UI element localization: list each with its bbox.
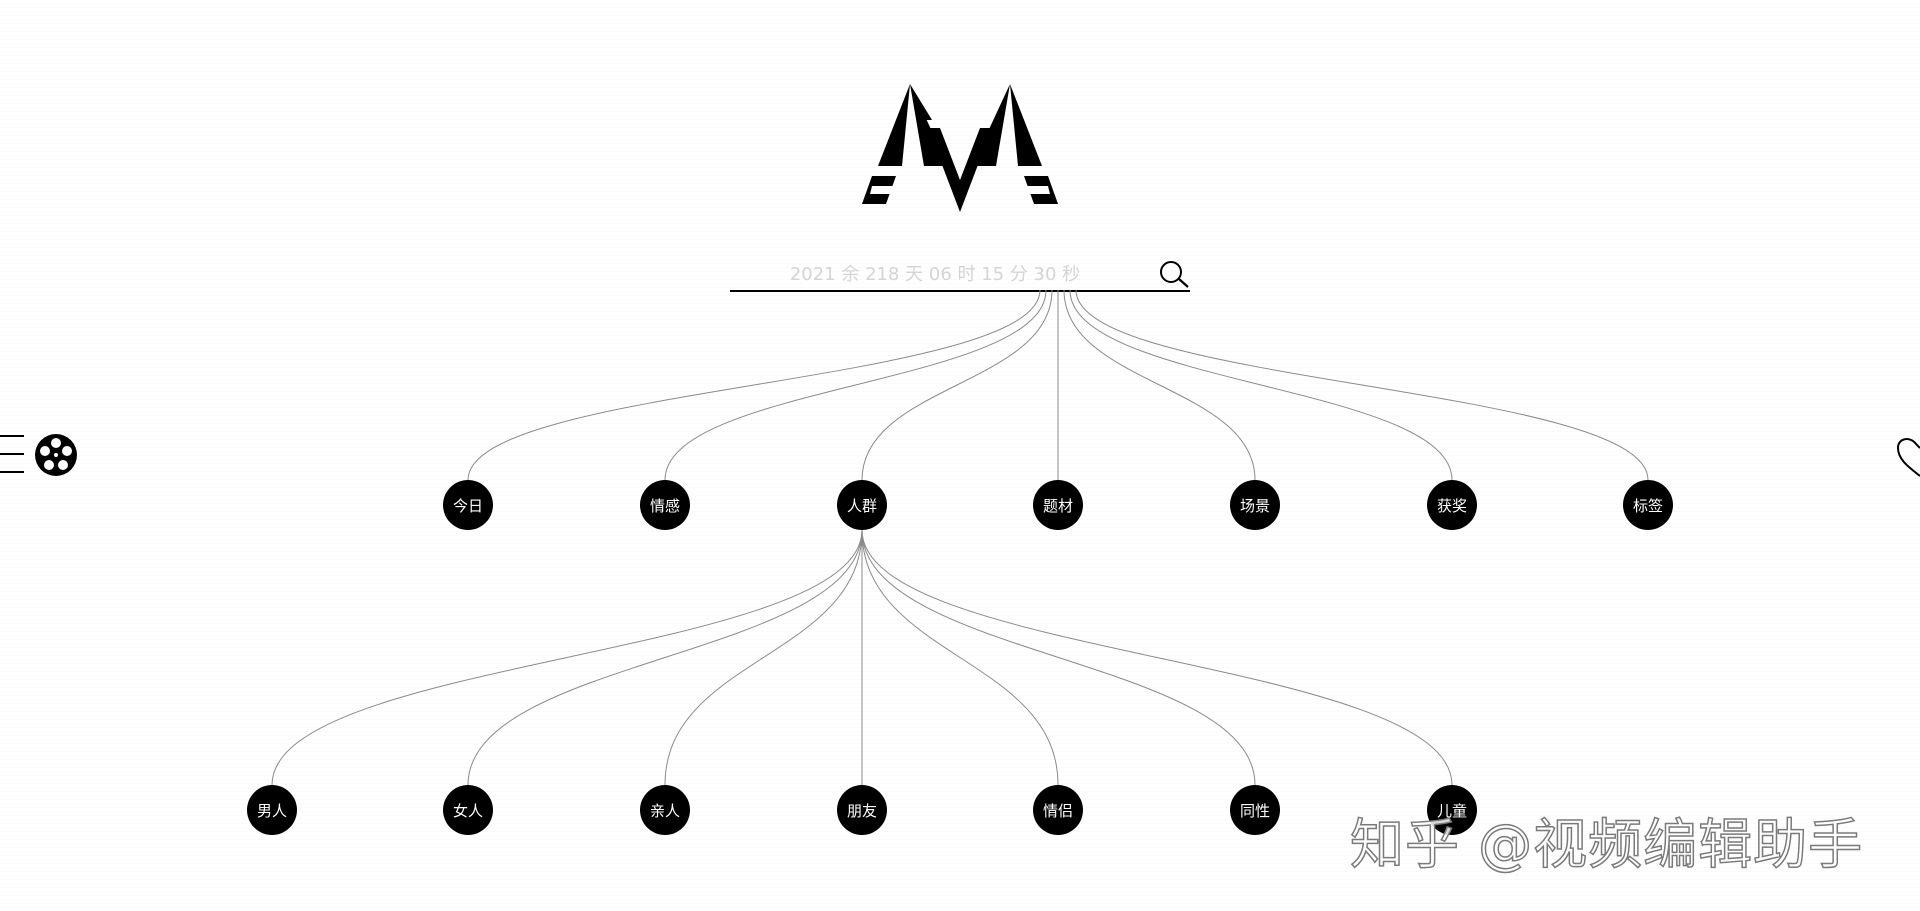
subcategory-node-family[interactable]: 亲人 (640, 785, 690, 835)
tree-link (467, 289, 1041, 481)
film-reel-icon[interactable] (34, 433, 78, 477)
tree-link (271, 529, 863, 786)
subcategory-node-children[interactable]: 儿童 (1427, 785, 1477, 835)
subcategory-node-men[interactable]: 男人 (247, 785, 297, 835)
menu-icon[interactable] (0, 434, 26, 474)
tree-link (861, 289, 1053, 481)
tree-link (467, 529, 863, 786)
tree-link (861, 529, 1256, 786)
tree-link (1069, 289, 1453, 481)
category-node-tags[interactable]: 标签 (1623, 480, 1673, 530)
tree-link (861, 529, 1059, 786)
subcategory-node-friends[interactable]: 朋友 (837, 785, 887, 835)
subcategory-node-women[interactable]: 女人 (443, 785, 493, 835)
heart-icon[interactable] (1896, 432, 1920, 478)
tree-link (664, 529, 863, 786)
subcategory-node-couples[interactable]: 情侣 (1033, 785, 1083, 835)
tree-link (861, 529, 1453, 786)
watermark-text: 知乎 @视频编辑助手 (1349, 812, 1864, 877)
search-icon[interactable] (1158, 260, 1190, 290)
category-node-scene[interactable]: 场景 (1230, 480, 1280, 530)
mountain-m-logo-icon[interactable] (862, 80, 1058, 220)
subcategory-node-same-sex[interactable]: 同性 (1230, 785, 1280, 835)
category-node-today[interactable]: 今日 (443, 480, 493, 530)
category-node-award[interactable]: 获奖 (1427, 480, 1477, 530)
search-bar (730, 258, 1190, 292)
tree-link (664, 289, 1047, 481)
tree-link (1075, 289, 1649, 481)
tree-link (1063, 289, 1256, 481)
category-node-emotion[interactable]: 情感 (640, 480, 690, 530)
category-node-people[interactable]: 人群 (837, 480, 887, 530)
category-node-theme[interactable]: 题材 (1033, 480, 1083, 530)
search-input[interactable] (730, 258, 1140, 290)
